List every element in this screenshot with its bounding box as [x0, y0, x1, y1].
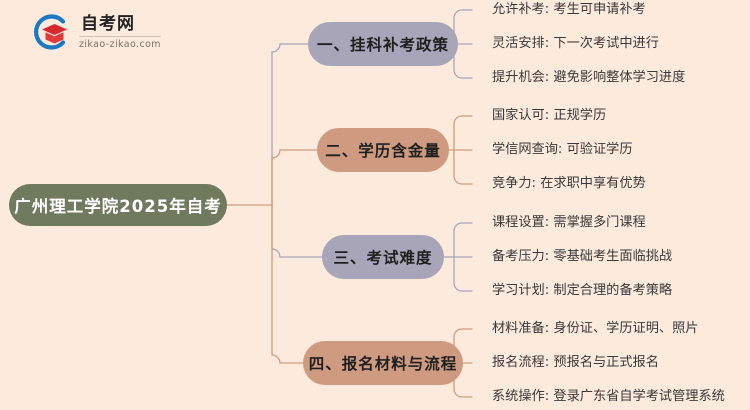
mindmap-branch-node-3[interactable]: 三、考试难度	[322, 235, 444, 279]
mindmap-leaf-2-1[interactable]: 国家认可: 正规学历	[492, 108, 607, 123]
branch-3-leaf-bracket	[453, 222, 473, 292]
mindmap-leaf-2-2[interactable]: 学信网查询: 可验证学历	[492, 142, 633, 157]
mindmap-leaf-2-3[interactable]: 竞争力: 在求职中享有优势	[492, 176, 646, 191]
mindmap-branch-label-4: 四、报名材料与流程	[308, 355, 458, 373]
mindmap-root-node[interactable]: 广州理工学院2025年自考	[9, 184, 227, 226]
mindmap-root-label: 广州理工学院2025年自考	[14, 197, 222, 216]
mindmap-branch-label-2: 二、学历含金量	[325, 142, 441, 160]
mindmap-leaf-4-2[interactable]: 报名流程: 预报名与正式报名	[492, 355, 659, 370]
branch-1-connector	[271, 43, 309, 206]
mindmap-leaf-4-3[interactable]: 系统操作: 登录广东省自学考试管理系统	[492, 389, 725, 404]
mindmap-branch-node-1[interactable]: 一、挂科补考政策	[308, 22, 458, 66]
mindmap-leaf-1-2[interactable]: 灵活安排: 下一次考试中进行	[492, 36, 659, 51]
branch-2-leaf-bracket	[453, 115, 473, 185]
branch-3-connector	[271, 204, 323, 258]
logo-subtitle: zikao-zikao.com	[79, 39, 161, 51]
mindmap-branch-node-2[interactable]: 二、学历含金量	[317, 128, 449, 172]
mindmap-leaf-3-2[interactable]: 备考压力: 零基础考生面临挑战	[492, 249, 673, 264]
zikao-graduation-cap-logo	[30, 12, 70, 52]
branch-2-connector	[271, 149, 318, 206]
site-logo[interactable]: 自考网 zikao-zikao.com	[30, 12, 161, 52]
mindmap-leaf-1-3[interactable]: 提升机会: 避免影响整体学习进度	[492, 70, 686, 85]
mindmap-leaf-3-3[interactable]: 学习计划: 制定合理的备考策略	[492, 283, 673, 298]
logo-text-block: 自考网 zikao-zikao.com	[79, 14, 161, 50]
branch-4-connector	[271, 204, 304, 364]
mindmap-branch-label-3: 三、考试难度	[333, 249, 433, 267]
mindmap-branch-node-4[interactable]: 四、报名材料与流程	[303, 341, 463, 385]
mindmap-leaf-1-1[interactable]: 允许补考: 考生可申请补考	[492, 2, 646, 17]
mindmap-branch-label-1: 一、挂科补考政策	[316, 36, 449, 54]
mindmap-leaf-4-1[interactable]: 材料准备: 身份证、学历证明、照片	[492, 321, 699, 336]
logo-title: 自考网	[79, 16, 161, 38]
mindmap-leaf-3-1[interactable]: 课程设置: 需掌握多门课程	[492, 215, 646, 230]
